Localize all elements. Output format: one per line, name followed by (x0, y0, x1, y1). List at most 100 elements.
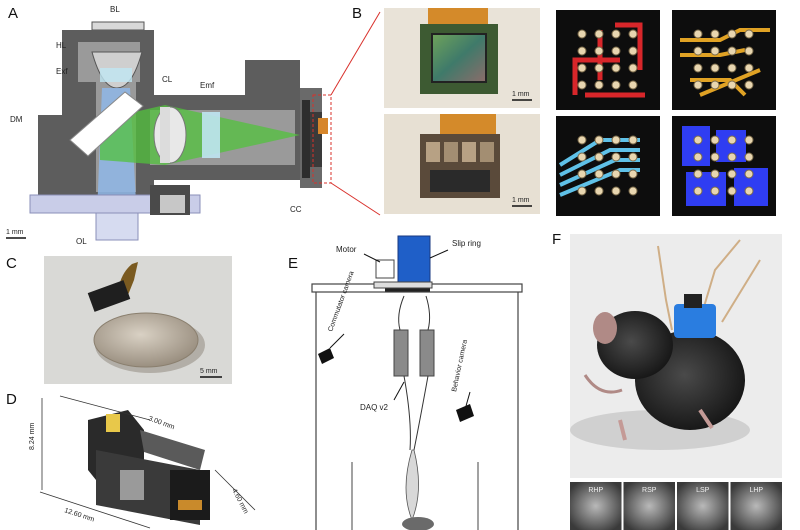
zoom-line-top (330, 11, 381, 96)
region-thumbnail-lsp (677, 482, 729, 530)
pcb-pad (594, 169, 604, 179)
pcb-pad (727, 152, 737, 162)
pcb-pad (628, 169, 638, 179)
panel-f-letter: F (552, 231, 561, 248)
motor-box (375, 259, 395, 279)
dim-depth-label: 3.00 mm (147, 415, 175, 431)
device-top-face (140, 430, 205, 470)
pcb-pad (628, 80, 638, 90)
pcb-pad (594, 46, 604, 56)
pcb-pad (727, 29, 737, 39)
region-label-lsp: LSP (696, 487, 710, 494)
mouse-paws (618, 408, 714, 441)
device-tower-top (106, 414, 120, 432)
commutator-camera-icon (318, 348, 334, 364)
panel-a: A (6, 5, 381, 246)
pcb-pad (744, 152, 754, 162)
pcb-pad (693, 80, 703, 90)
pcb-pad (744, 186, 754, 196)
component-ic (430, 170, 490, 192)
headstage-miniscope (674, 304, 716, 338)
mouse-snout (583, 374, 623, 394)
pcb-pad (710, 135, 720, 145)
component-4 (480, 142, 494, 162)
panel-e: E Motor Slip ring Commutator camera Beha… (288, 235, 523, 530)
pcb-pad (693, 186, 703, 196)
sensor-photo-top: 1 mm (384, 8, 540, 108)
arrow-behavior-camera (465, 391, 471, 407)
label-cc: CC (290, 205, 302, 214)
pcb-pad (577, 135, 587, 145)
pcb-pad (611, 169, 621, 179)
pcb-pad (594, 152, 604, 162)
pcb-pad (577, 152, 587, 162)
pcb-pad (577, 63, 587, 73)
device-window (120, 470, 144, 500)
pcb-pad (594, 80, 604, 90)
device-connector (178, 500, 202, 510)
daq-box-right (419, 329, 435, 377)
pcb-pad (727, 46, 737, 56)
pcb-layer-blue (672, 116, 776, 216)
photo-bottom-flex-cable (440, 114, 496, 136)
region-label-lhp: LHP (749, 487, 763, 494)
pcb-pad (727, 169, 737, 179)
label-hl: HL (56, 41, 67, 50)
pcb-pad (727, 80, 737, 90)
daq-box-left (393, 329, 409, 377)
pcb-pad (727, 135, 737, 145)
pcb-pad (693, 46, 703, 56)
commutator-plate (373, 281, 433, 289)
label-motor: Motor (336, 245, 357, 254)
pcb-connector (318, 118, 328, 134)
pcb-layer-red-traces (572, 22, 645, 98)
housing-dm-block (38, 115, 68, 195)
pcb-pad (710, 29, 720, 39)
pcb-layer-cyan (556, 116, 660, 216)
pcb-pad (693, 135, 703, 145)
pcb-pad (710, 80, 720, 90)
region-label-rhp: RHP (588, 487, 603, 494)
pcb-pads (577, 29, 754, 196)
pcb-pad (693, 169, 703, 179)
cable-lower (403, 375, 429, 451)
pcb-pad (611, 46, 621, 56)
pcb-pad (693, 29, 703, 39)
pcb-pad (628, 63, 638, 73)
panel-b: B 1 mm 1 mm (352, 5, 776, 216)
component-1 (426, 142, 440, 162)
scalebar-a-label: 1 mm (6, 229, 24, 236)
objective-lens (95, 212, 139, 241)
sensor-photo-bottom: 1 mm (384, 114, 540, 214)
pcb-pad (594, 135, 604, 145)
excitation-filter (100, 68, 132, 82)
pcb-layer-red (556, 10, 660, 110)
label-em: Emf (200, 81, 215, 90)
label-commutator-camera: Commutator camera (327, 270, 355, 332)
dim-length-line (39, 491, 151, 529)
photo-top-flex-cable (428, 8, 488, 28)
pcb-pad (611, 152, 621, 162)
panel-b-letter: B (352, 5, 362, 22)
panel-c-letter: C (6, 255, 17, 272)
dim-length-label: 12.60 mm (63, 507, 95, 523)
housing-top-right (245, 60, 300, 100)
panel-e-letter: E (288, 255, 298, 272)
label-dm: DM (10, 115, 23, 124)
slip-ring (397, 235, 431, 283)
pcb-pad (727, 63, 737, 73)
pcb-blue-pour-3 (686, 172, 726, 206)
component-3 (462, 142, 476, 162)
pcb-pad (744, 29, 754, 39)
pcb-pad (577, 46, 587, 56)
pcb-pad (744, 63, 754, 73)
pcb-pad (577, 169, 587, 179)
dim-depth-line (59, 395, 151, 421)
pcb-layer-gold (672, 10, 776, 110)
pcb-pad (727, 186, 737, 196)
pcb-pad (693, 63, 703, 73)
mouse-in-arena (402, 517, 434, 530)
cable-upper (398, 295, 431, 331)
component-2 (444, 142, 458, 162)
